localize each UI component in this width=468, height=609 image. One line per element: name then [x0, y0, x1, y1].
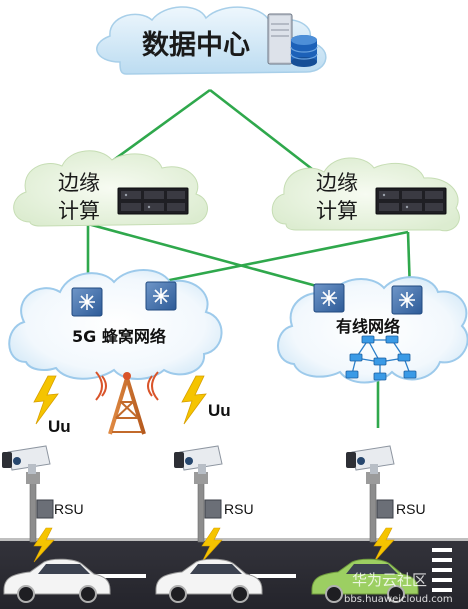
car-3-icon	[311, 558, 419, 603]
uu-left-lightning-icon	[33, 375, 59, 425]
wired-network-cloud: 有线网络	[277, 276, 468, 384]
rsu-3-box-icon	[376, 499, 394, 519]
camera-3-icon	[346, 445, 395, 474]
watermark-brand: 华为云社区	[352, 571, 427, 589]
edge-left-label-line2: 计算	[58, 199, 100, 223]
rsu-2-box-icon	[204, 499, 222, 519]
wired-router-right-icon	[391, 285, 423, 315]
car-2-icon	[155, 558, 263, 603]
network-mesh-icon	[345, 335, 417, 381]
edge-server-right-icon	[375, 187, 447, 215]
link-edge-right-to-5g	[159, 230, 409, 284]
crosswalk-markings	[432, 548, 452, 592]
link-edge-left-to-wired	[87, 222, 325, 290]
wired-router-left-icon	[313, 283, 345, 313]
edge-left-label-line1: 边缘	[58, 171, 100, 195]
uu-left-label: Uu	[48, 417, 71, 436]
roadside-unit-1: RSU	[2, 445, 84, 563]
edge-compute-right: 边缘 计算	[271, 157, 460, 232]
edge-right-label-line2: 计算	[316, 199, 358, 223]
cell-tower-icon	[95, 371, 159, 435]
watermark-url: bbs.huaweicloud.com	[344, 594, 453, 605]
rsu-3-lightning-icon	[373, 527, 395, 563]
rsu-1-box-icon	[36, 499, 54, 519]
edge-right-label-line1: 边缘	[316, 171, 358, 195]
uu-right-label: Uu	[208, 401, 231, 420]
rsu-2-lightning-icon	[201, 527, 223, 563]
cellular-network-label: 5G 蜂窝网络	[72, 327, 166, 346]
uu-right-lightning-icon	[181, 375, 207, 425]
lane-markings	[96, 574, 296, 578]
camera-2-icon	[174, 445, 223, 474]
cellular-network-cloud: 5G 蜂窝网络	[8, 269, 223, 380]
link-dc-to-edge-left	[107, 88, 211, 166]
data-center-label: 数据中心	[142, 30, 250, 61]
roadside-unit-3: RSU	[346, 445, 426, 563]
edge-server-left-icon	[117, 187, 189, 215]
rsu-1-lightning-icon	[33, 527, 55, 563]
edge-compute-left: 边缘 计算	[13, 150, 208, 227]
rsu-3-label: RSU	[396, 501, 426, 517]
cellular-router-right-icon	[145, 281, 177, 311]
data-center-cloud: 数据中心	[96, 6, 327, 75]
wired-network-label: 有线网络	[336, 317, 400, 336]
camera-1-icon	[2, 445, 51, 474]
connection-lines	[86, 88, 412, 428]
car-1-icon	[3, 558, 111, 603]
cellular-router-left-icon	[71, 287, 103, 317]
rsu-1-label: RSU	[54, 501, 84, 517]
server-database-icon	[267, 13, 318, 67]
roadside-unit-2: RSU	[174, 445, 254, 563]
rsu-2-label: RSU	[224, 501, 254, 517]
